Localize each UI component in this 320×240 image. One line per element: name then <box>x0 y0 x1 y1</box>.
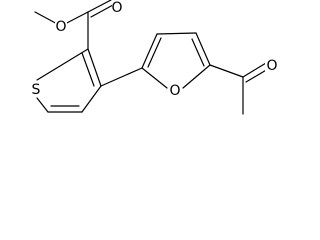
bond-thiophene-sulfur-c2 <box>36 48 89 81</box>
chemical-structure-diagram: O O S O O <box>30 0 278 115</box>
bond-furan-c5-oxygen <box>182 64 211 89</box>
bond-acetyl-carbonyl-inner <box>245 68 269 83</box>
bond-carbonyl-double-outer <box>87 0 112 13</box>
bond-furan-oxygen-c2 <box>141 67 168 89</box>
bond-furan-c2-c3 <box>141 33 158 69</box>
bond-furan-acetyl-carbon <box>209 64 244 78</box>
furan-oxygen-label: O <box>169 83 180 99</box>
bond-acetyl-carbonyl-outer <box>242 62 267 78</box>
ester-ether-oxygen-label: O <box>55 19 66 35</box>
bond-carbonyl-double-inner <box>90 4 114 18</box>
bond-thiophene-c5-sulfur <box>36 97 49 113</box>
bond-furan-c2-c3-double <box>147 37 162 68</box>
acetyl-oxygen-label: O <box>266 58 277 74</box>
bond-thiophene-c3-c4 <box>81 85 102 113</box>
bond-furan-c3-c4 <box>156 32 197 35</box>
bond-thiophene-c2-c3-double <box>81 52 95 87</box>
bond-thiophene-furan-link <box>100 67 143 87</box>
bond-furan-c4-c5-double <box>191 38 205 67</box>
bond-thiophene-c2-c3 <box>87 48 102 87</box>
ester-carbonyl-oxygen-label: O <box>111 0 122 16</box>
bond-furan-c4-c5 <box>195 32 211 66</box>
thiophene-sulfur-label: S <box>32 82 41 98</box>
